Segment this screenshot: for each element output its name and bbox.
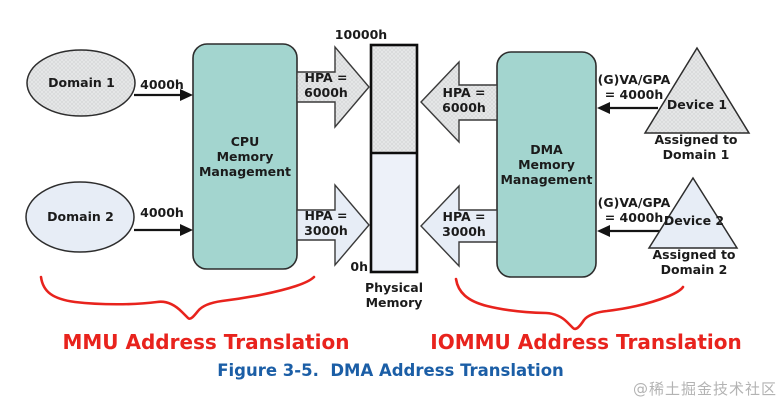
hpa-6000-right-label: HPA = 6000h (442, 85, 486, 115)
device2-label: Device 2 (663, 213, 725, 228)
physical-memory-upper-region (371, 45, 417, 153)
device1-address-label: (G)VA/GPA = 4000h (597, 72, 671, 102)
domain1-address-label: 4000h (140, 77, 184, 92)
cpu-memory-management-box (192, 43, 298, 270)
domain2-label: Domain 2 (47, 209, 114, 224)
hpa-6000-left-label: HPA = 6000h (304, 70, 348, 100)
hpa-3000-right-label: HPA = 3000h (442, 209, 486, 239)
hpa-6000-arrow-right (420, 60, 498, 144)
watermark: @稀土掘金技术社区 (632, 380, 777, 398)
device1-arrowhead-icon (597, 102, 610, 114)
cpu-memory-management-label: CPU Memory Management (198, 134, 291, 179)
domain1-label: Domain 1 (48, 75, 115, 90)
iommu-brace (454, 277, 685, 331)
device2-triangle (647, 176, 739, 249)
device1-assigned-label: Assigned to Domain 1 (654, 132, 738, 162)
hpa-3000-left-label: HPA = 3000h (304, 208, 348, 238)
figure-caption: Figure 3-5. DMA Address Translation (217, 361, 564, 380)
device1-label: Device 1 (666, 97, 728, 112)
device2-assigned-label: Assigned to Domain 2 (652, 247, 736, 277)
dma-memory-management-label: DMA Memory Management (500, 142, 593, 187)
memory-top-address-label: 10000h (334, 27, 388, 42)
physical-memory-outline (369, 43, 419, 274)
domain2-arrowhead-icon (180, 224, 193, 236)
hpa-3000-arrow-left (296, 183, 370, 267)
memory-bottom-address-label: 0h (350, 259, 368, 274)
hpa-3000-arrow-right (420, 184, 498, 268)
device2-address-label: (G)VA/GPA = 4000h (597, 195, 671, 225)
device1-triangle (643, 46, 751, 134)
physical-memory-label: Physical Memory (364, 280, 424, 310)
dma-memory-management-box (496, 51, 597, 278)
iommu-translation-caption: IOMMU Address Translation (430, 330, 742, 354)
device2-arrowhead-icon (597, 225, 610, 237)
physical-memory-lower-region (371, 153, 417, 272)
domain1-ellipse (26, 49, 136, 117)
domain1-arrowhead-icon (180, 89, 193, 101)
mmu-brace (39, 275, 316, 320)
domain2-ellipse (25, 181, 135, 253)
mmu-translation-caption: MMU Address Translation (62, 330, 350, 354)
hpa-6000-arrow-left (296, 45, 370, 129)
domain2-address-label: 4000h (140, 205, 184, 220)
